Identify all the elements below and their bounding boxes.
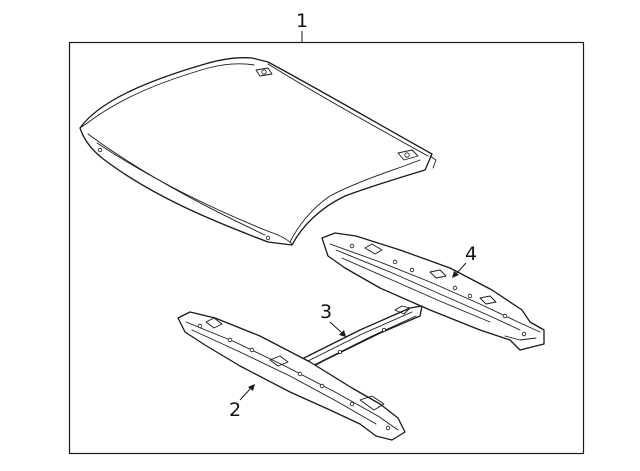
center-bow-panel: [299, 305, 423, 371]
rear-rail-panel: [177, 311, 406, 441]
callout-3-leader: [329, 321, 343, 334]
callout-2-leader: [239, 387, 252, 401]
front-header-panel: [321, 232, 545, 351]
diagram-frame: [68, 41, 585, 455]
callout-number-3: 3: [320, 301, 332, 323]
callout-number-2: 2: [229, 399, 241, 421]
callout-number-4: 4: [465, 243, 477, 265]
callout-4-leader: [455, 262, 467, 275]
roof-panel: [79, 57, 437, 246]
callout-number-1: 1: [296, 10, 308, 32]
